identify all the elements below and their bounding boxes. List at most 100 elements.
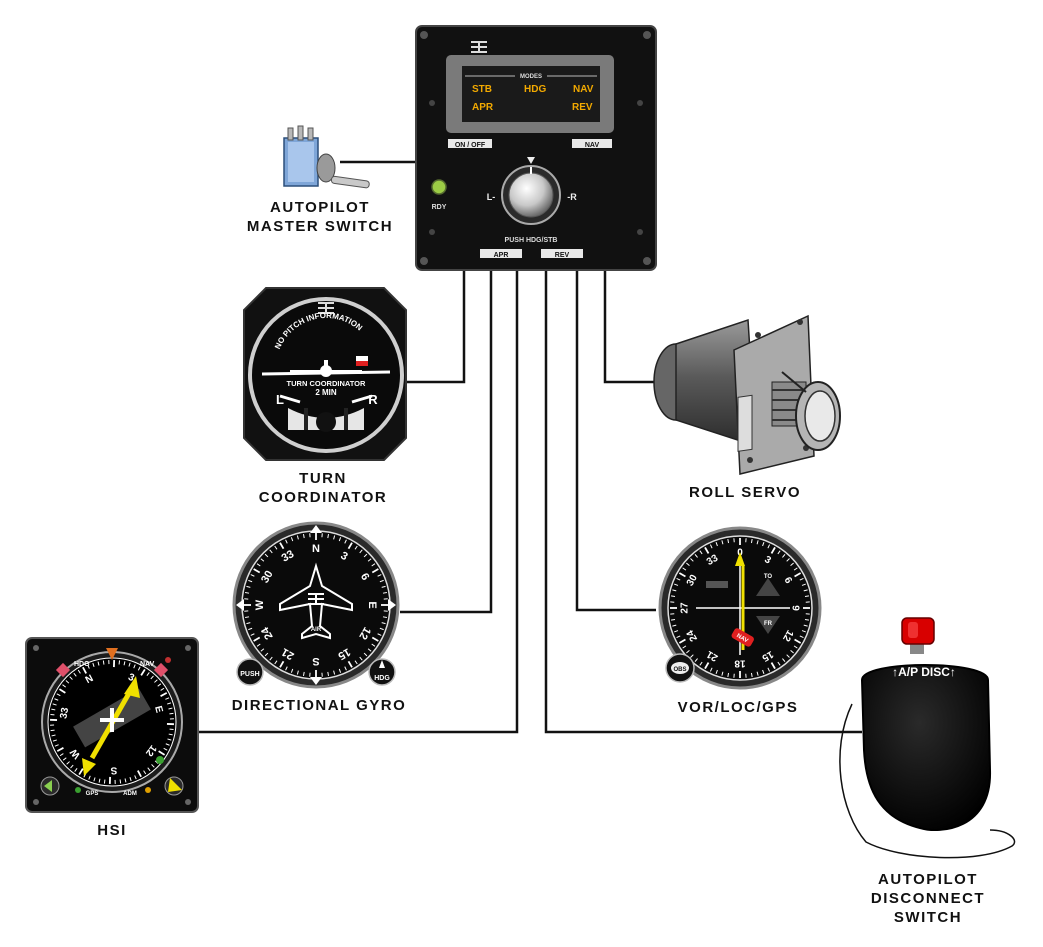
hsi-heading-tick: [70, 764, 74, 769]
vor-radial-tick: [786, 558, 790, 562]
vor-radial-tick: [803, 624, 808, 627]
aircraft-label: AIR: [311, 627, 322, 633]
hsi-heading-label: E: [152, 705, 164, 715]
dg-heading-tick: [253, 636, 261, 642]
dg-heading-tick: [246, 622, 251, 625]
master-switch-caption-line2: MASTER SWITCH: [246, 218, 394, 235]
dg-heading-tick: [274, 545, 278, 550]
dg-heading-tick: [253, 568, 261, 574]
dg-heading-tick: [382, 616, 387, 618]
dg-heading-label: 6: [358, 571, 371, 582]
hsi-heading-tick: [150, 675, 154, 680]
disconnect-switch-caption-line2: DISCONNECT: [870, 890, 986, 907]
dg-heading-tick: [256, 563, 261, 567]
rev-button[interactable]: REV: [541, 249, 583, 259]
push-knob[interactable]: PUSH: [236, 658, 264, 686]
hsi-nav-label: NAV: [140, 661, 155, 668]
directional-gyro-caption-line1: DIRECTIONAL GYRO: [231, 697, 407, 714]
vor-radial-label: 24: [685, 628, 700, 644]
dg-heading-label: 12: [356, 625, 373, 642]
modes-header: MODES: [520, 74, 542, 80]
hsi-heading-label: S: [110, 764, 117, 775]
hsi-heading-tick: [168, 733, 173, 736]
vor-radial-tick: [709, 667, 713, 672]
wire-disconnect-switch: [544, 270, 862, 734]
vor-radial-tick: [793, 567, 798, 571]
dg-heading-tick: [290, 537, 294, 542]
hsi-heading-tick: [154, 679, 158, 683]
dg-heading-tick: [274, 660, 278, 665]
hsi-heading-tick: [62, 684, 66, 688]
heading-knob[interactable]: [501, 165, 561, 225]
apr-button[interactable]: APR: [480, 249, 522, 259]
dg-heading-tick: [303, 671, 305, 676]
hsi-heading-tick: [98, 778, 101, 783]
dg-heading-label: W: [254, 599, 266, 610]
vor-radial-tick: [682, 567, 687, 571]
hsi-heading-tick: [124, 778, 127, 783]
hsi-heading-label: N: [84, 673, 96, 686]
vor-radial-tick: [715, 669, 718, 674]
mode-hdg: HDG: [524, 84, 546, 95]
vor-radial-tick: [715, 542, 718, 547]
turn-coordinator-caption-line2: COORDINATOR: [258, 489, 388, 506]
ap-disc-button[interactable]: [901, 617, 935, 645]
hsi-gps-label: GPS: [86, 791, 99, 797]
vor-radial-tick: [794, 638, 802, 644]
master-switch-illustration[interactable]: [283, 125, 370, 189]
vor-radial-tick: [762, 669, 765, 674]
vor-radial-tick: [770, 546, 776, 554]
vor-radial-tick: [762, 542, 765, 547]
disconnect-switch-caption-line3: SWITCH: [893, 909, 963, 926]
vor-radial-tick: [799, 635, 804, 639]
dg-heading-label: N: [312, 543, 320, 555]
vor-radial-tick: [670, 618, 676, 621]
dg-heading-tick: [363, 553, 368, 558]
hsi-caption: HSI: [80, 821, 144, 840]
hsi-heading-tick: [160, 687, 165, 691]
dg-heading-tick: [285, 539, 288, 544]
roll-servo-caption: ROLL SERVO: [680, 483, 810, 502]
vor-radial-tick: [686, 650, 690, 654]
vor-radial-tick: [793, 645, 798, 649]
dg-heading-tick: [379, 627, 384, 631]
vor-radial-tick: [777, 661, 781, 666]
hsi-heading-tick: [59, 753, 64, 757]
vor-radial-tick: [676, 577, 681, 581]
dg-heading-tick: [347, 660, 353, 668]
hsi-heading-tick: [56, 747, 64, 752]
vor-radial-tick: [782, 554, 786, 558]
dg-heading-tick: [367, 558, 372, 562]
svg-text:NAV: NAV: [735, 633, 749, 644]
knob-function-label: PUSH HDG/STB: [505, 237, 558, 244]
turn-coordinator-rate: 2 MIN: [315, 388, 337, 397]
hdg-knob[interactable]: HDG: [368, 658, 396, 686]
mode-nav: NAV: [573, 84, 594, 95]
vor-radial-tick: [686, 562, 690, 566]
hsi-heading-tick: [88, 775, 91, 780]
nav-button[interactable]: NAV: [572, 139, 612, 149]
obs-knob[interactable]: OBS: [665, 653, 695, 683]
dg-heading-tick: [371, 636, 379, 642]
dg-heading-tick: [290, 668, 294, 673]
inclinometer: [288, 408, 364, 432]
vor-radial-tick: [704, 662, 710, 670]
hsi-heading-tick: [102, 660, 105, 665]
dg-heading-tick: [338, 537, 342, 542]
dg-heading-tick: [303, 534, 305, 539]
hsi-heading-tick: [167, 702, 172, 705]
vor-radial-tick: [709, 544, 713, 549]
dg-heading-tick: [246, 585, 251, 588]
vor-radial-tick: [682, 645, 687, 649]
mode-rev: REV: [572, 102, 593, 113]
dg-heading-tick: [377, 574, 382, 577]
vor-radial-tick: [767, 544, 771, 549]
wire-directional-gyro: [400, 270, 493, 614]
hsi-heading-tick: [87, 664, 90, 669]
hsi-heading-tick: [157, 683, 162, 687]
hsi-heading-tick: [62, 757, 67, 761]
dg-heading-tick: [250, 574, 255, 577]
on-off-button[interactable]: ON / OFF: [448, 139, 492, 149]
